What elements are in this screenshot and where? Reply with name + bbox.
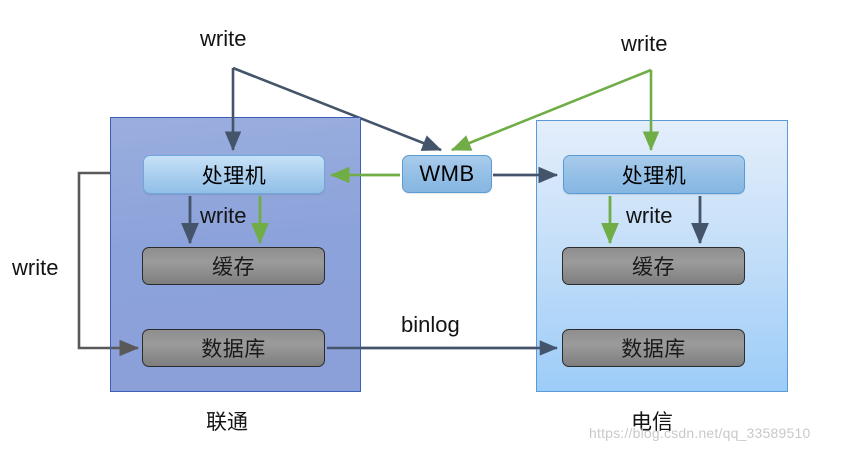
watermark-text: https://blog.csdn.net/qq_33589510 bbox=[589, 425, 811, 441]
label-write-left-inner: write bbox=[200, 203, 247, 228]
node-right-cache[interactable]: 缓存 bbox=[562, 247, 745, 285]
node-left-cache[interactable]: 缓存 bbox=[142, 247, 325, 285]
label-write-outer-left: write bbox=[12, 255, 59, 280]
node-left-database[interactable]: 数据库 bbox=[142, 329, 325, 367]
node-right-database-label: 数据库 bbox=[621, 338, 686, 361]
label-write-right-inner: write bbox=[626, 203, 673, 228]
node-left-processor[interactable]: 处理机 bbox=[143, 155, 325, 194]
caption-panel-unicom: 联通 bbox=[206, 411, 248, 434]
node-right-processor[interactable]: 处理机 bbox=[563, 155, 745, 194]
label-write-top-right: write bbox=[621, 31, 668, 56]
caption-panel-telecom: 电信 bbox=[631, 411, 673, 434]
node-right-database[interactable]: 数据库 bbox=[562, 329, 745, 367]
node-right-cache-label: 缓存 bbox=[632, 256, 675, 279]
node-left-database-label: 数据库 bbox=[201, 338, 266, 361]
node-wmb[interactable]: WMB bbox=[402, 155, 492, 193]
label-write-top-left: write bbox=[200, 26, 247, 51]
node-left-cache-label: 缓存 bbox=[212, 256, 255, 279]
label-binlog: binlog bbox=[401, 312, 460, 337]
node-wmb-label: WMB bbox=[419, 161, 475, 186]
node-left-processor-label: 处理机 bbox=[201, 164, 267, 188]
node-right-processor-label: 处理机 bbox=[621, 164, 687, 188]
